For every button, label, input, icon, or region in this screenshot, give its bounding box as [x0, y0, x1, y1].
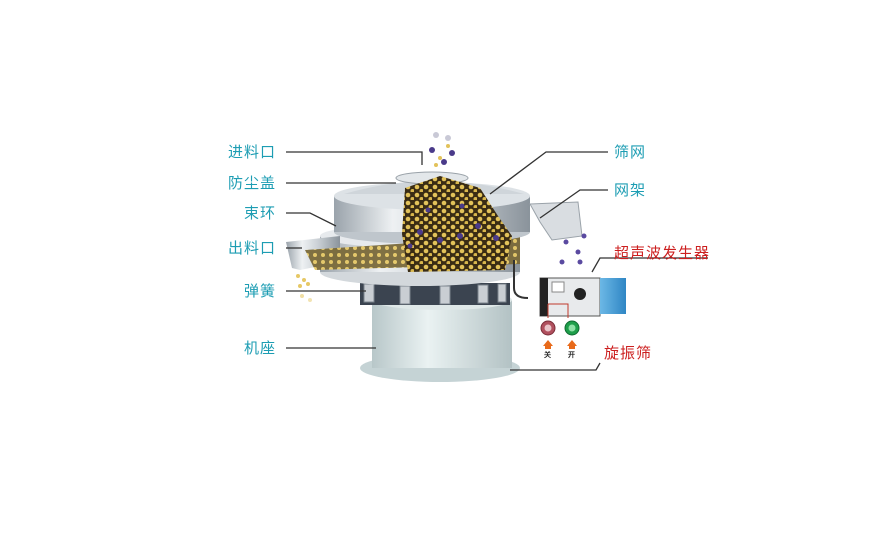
label-mesh-frame: 网架	[614, 181, 647, 199]
material-cutaway	[402, 176, 512, 272]
label-on: 开	[568, 351, 575, 359]
label-clamp-ring: 束环	[244, 204, 277, 222]
falling-material-discharge	[296, 274, 312, 302]
leader-lines	[286, 151, 708, 371]
on-button-icon	[564, 320, 580, 349]
label-off: 关	[544, 351, 551, 359]
label-feed-inlet: 进料口	[228, 143, 277, 161]
falling-material-inlet	[429, 132, 455, 167]
label-spring: 弹簧	[244, 282, 277, 300]
label-screen-mesh: 筛网	[614, 143, 647, 161]
off-button-icon	[540, 320, 556, 349]
label-dust-cover: 防尘盖	[228, 174, 277, 192]
label-base: 机座	[244, 339, 277, 357]
ultrasonic-generator-box	[513, 260, 626, 318]
spring-assembly	[360, 283, 510, 305]
label-ultrasonic-generator: 超声波发生器	[614, 244, 711, 262]
falling-material-side	[559, 233, 587, 265]
label-discharge-outlet: 出料口	[228, 239, 277, 257]
label-vibrating-screen: 旋振筛	[604, 344, 653, 362]
